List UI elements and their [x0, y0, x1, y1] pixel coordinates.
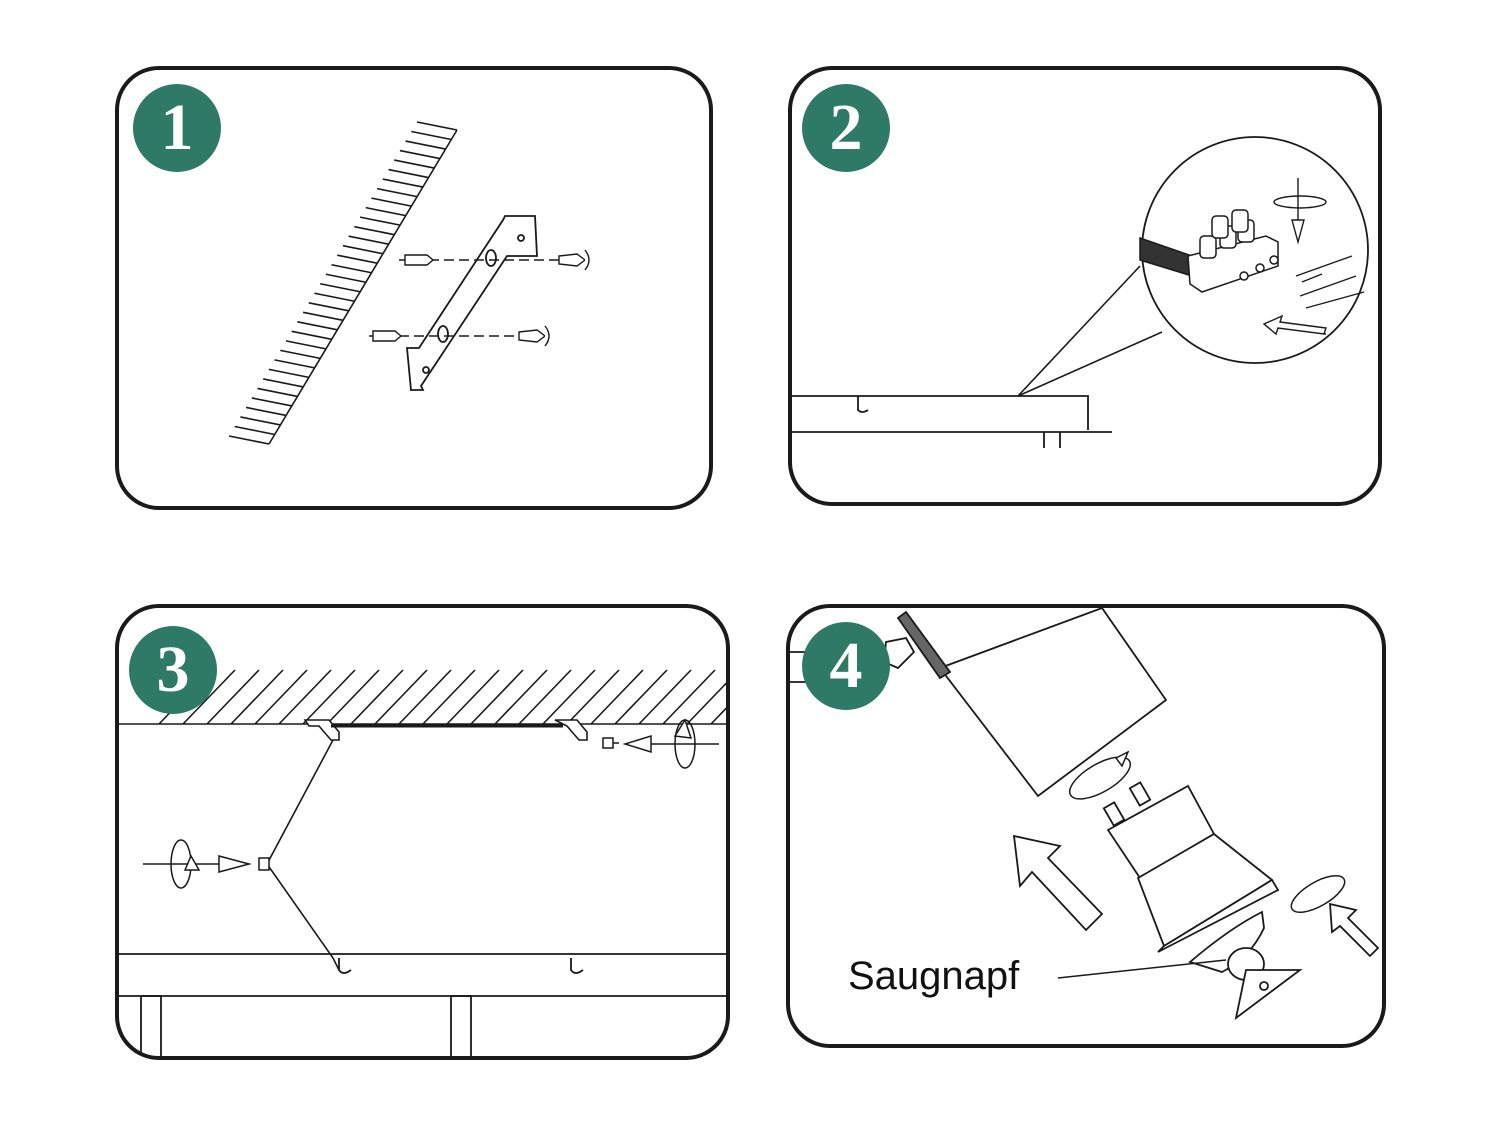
hatched-wall-icon	[228, 121, 458, 445]
wall-plug-icon	[372, 254, 435, 342]
step-1-illustration	[228, 121, 590, 445]
step-2-illustration	[792, 136, 1369, 448]
magnifier-lines	[1017, 265, 1163, 397]
magnifier-circle-icon	[1139, 136, 1369, 364]
mounting-bracket-icon	[406, 215, 538, 391]
mounting-bracket-icon	[266, 719, 588, 971]
label-pointer-line	[1057, 959, 1227, 979]
rotation-arrow-icon	[1273, 178, 1327, 245]
step-badge: 2	[802, 84, 890, 172]
step-4-panel: 4 Saugnapf	[786, 604, 1386, 1048]
rotation-arrow-icon	[1068, 750, 1346, 913]
screw-icon	[258, 737, 619, 871]
step-2-panel: 2	[788, 66, 1382, 506]
screw-icon	[518, 249, 590, 347]
hatched-ceiling-icon	[119, 669, 726, 725]
push-arrow-icon	[143, 734, 719, 873]
gu10-bulb-icon	[1102, 781, 1280, 953]
suction-cup-icon	[1188, 910, 1303, 1021]
push-arrow-icon	[1262, 314, 1327, 336]
fixing-lines	[369, 259, 559, 337]
rotation-arrow-icon	[170, 718, 696, 889]
step-3-panel: 3	[115, 604, 730, 1060]
suction-cup-label: Saugnapf	[848, 954, 1020, 998]
step-badge: 4	[802, 622, 890, 710]
step-1-panel: 1	[115, 66, 713, 510]
step-badge: 3	[129, 626, 217, 714]
ceiling-plate	[792, 395, 1112, 448]
luminaire-body	[119, 953, 726, 1056]
push-arrow-icon	[1012, 834, 1380, 958]
terminal-block-icon	[1139, 209, 1279, 293]
step-3-illustration	[119, 669, 726, 1056]
step-badge: 1	[133, 84, 221, 172]
